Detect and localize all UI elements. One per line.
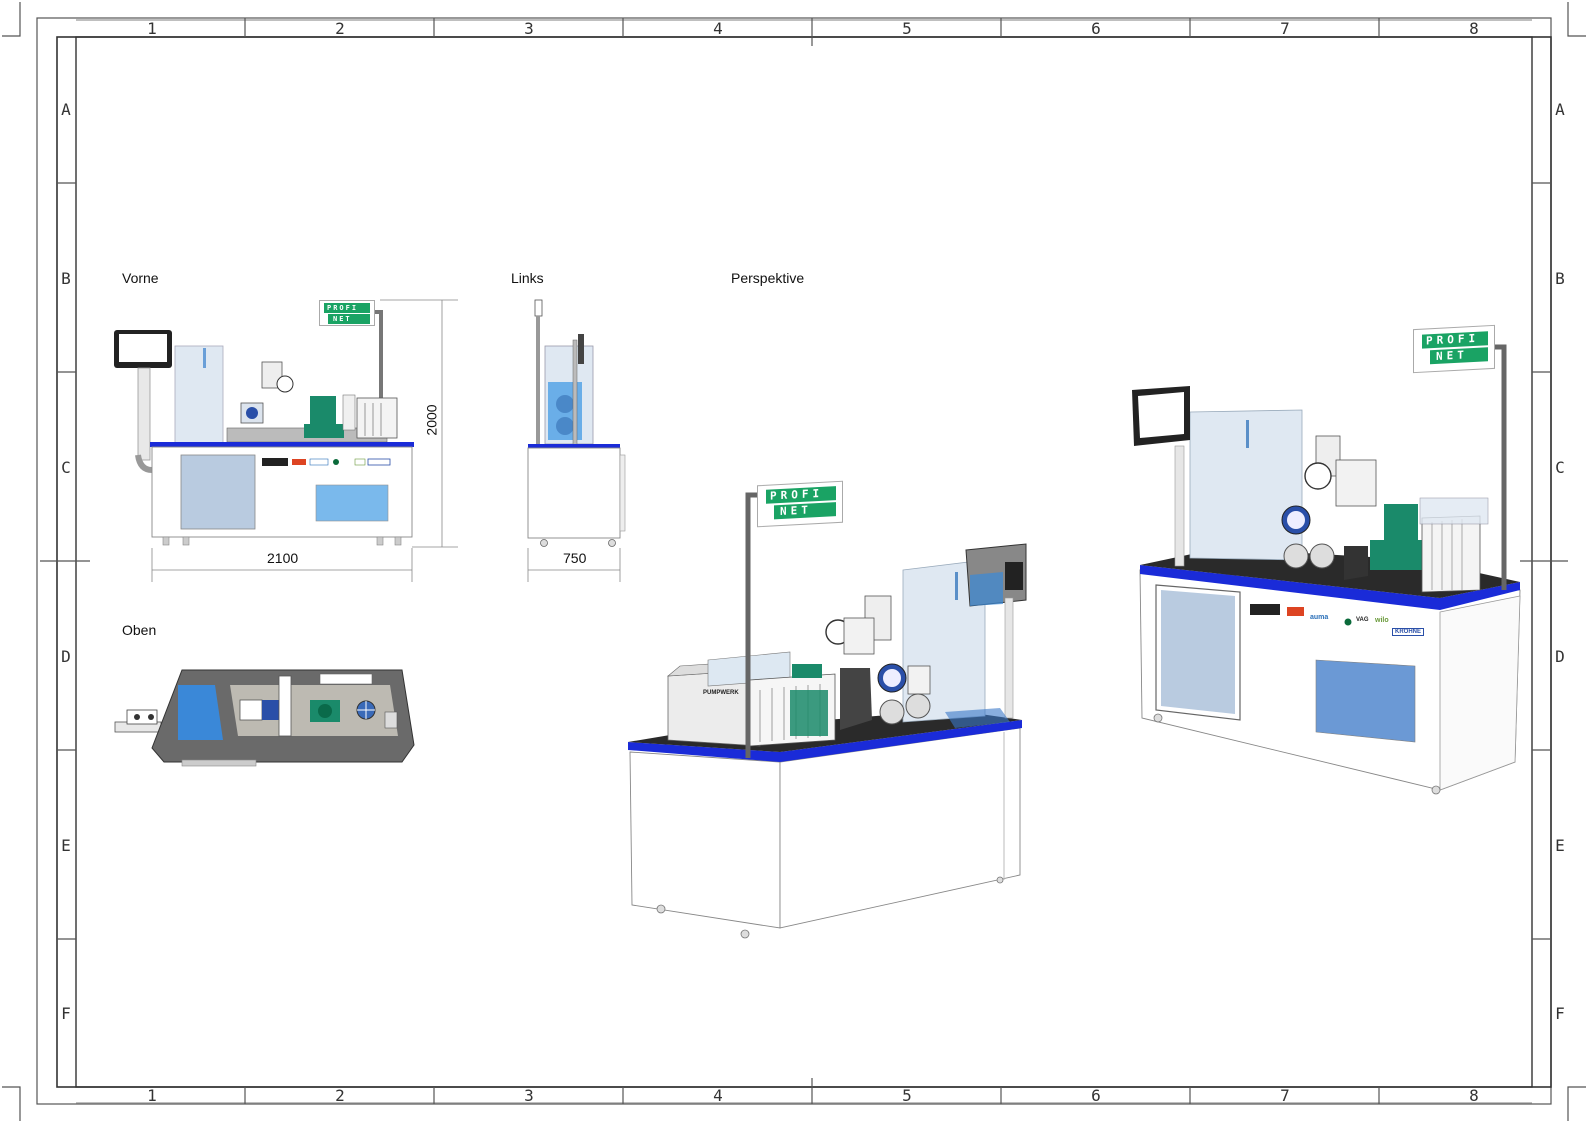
column-label-1-bottom: 1: [147, 1086, 157, 1105]
row-label-c-right: C: [1555, 458, 1565, 477]
front-profinet-top: PROFI: [324, 303, 370, 313]
perspective-2-profinet-top: PROFI: [1422, 331, 1488, 349]
column-label-8-bottom: 8: [1469, 1086, 1479, 1105]
column-label-7: 7: [1280, 19, 1290, 38]
brand-wilo: wilo: [1375, 617, 1389, 624]
pumpwerk-label: PUMPWERK: [703, 690, 739, 696]
left-width-dimension: 750: [563, 550, 587, 566]
view-title-front: Vorne: [122, 270, 159, 286]
view-title-top: Oben: [122, 622, 157, 638]
column-label-5-bottom: 5: [902, 1086, 912, 1105]
perspective-2-profinet-sign: PROFI NET: [1413, 324, 1495, 374]
row-label-d-right: D: [1555, 647, 1565, 666]
column-label-4-bottom: 4: [713, 1086, 723, 1105]
column-label-7-bottom: 7: [1280, 1086, 1290, 1105]
row-label-e: E: [61, 836, 71, 855]
column-label-6: 6: [1091, 19, 1101, 38]
column-label-6-bottom: 6: [1091, 1086, 1101, 1105]
row-label-b-right: B: [1555, 269, 1565, 288]
perspective-2-profinet-bottom: NET: [1430, 347, 1488, 365]
row-label-e-right: E: [1555, 836, 1565, 855]
brand-vag: VAG: [1356, 617, 1369, 623]
row-label-a-right: A: [1555, 100, 1565, 119]
row-label-a: A: [61, 100, 71, 119]
column-label-8: 8: [1469, 19, 1479, 38]
row-label-f-right: F: [1555, 1004, 1565, 1023]
row-label-f: F: [61, 1004, 71, 1023]
column-label-2-bottom: 2: [335, 1086, 345, 1105]
brand-auma: auma: [1310, 614, 1329, 621]
brand-krohne: KROHNE: [1392, 628, 1425, 636]
row-label-c: C: [61, 458, 71, 477]
column-label-3: 3: [524, 19, 534, 38]
view-title-perspective: Perspektive: [731, 270, 805, 286]
front-width-dimension: 2100: [267, 550, 299, 566]
column-label-1: 1: [147, 19, 157, 38]
front-profinet-bottom: NET: [328, 314, 370, 324]
column-label-2: 2: [335, 19, 345, 38]
row-label-b: B: [61, 269, 71, 288]
view-title-left: Links: [511, 270, 544, 286]
row-label-d: D: [61, 647, 71, 666]
column-label-5: 5: [902, 19, 912, 38]
front-profinet-sign: PROFI NET: [319, 300, 375, 326]
column-label-3-bottom: 3: [524, 1086, 534, 1105]
column-label-4: 4: [713, 19, 723, 38]
